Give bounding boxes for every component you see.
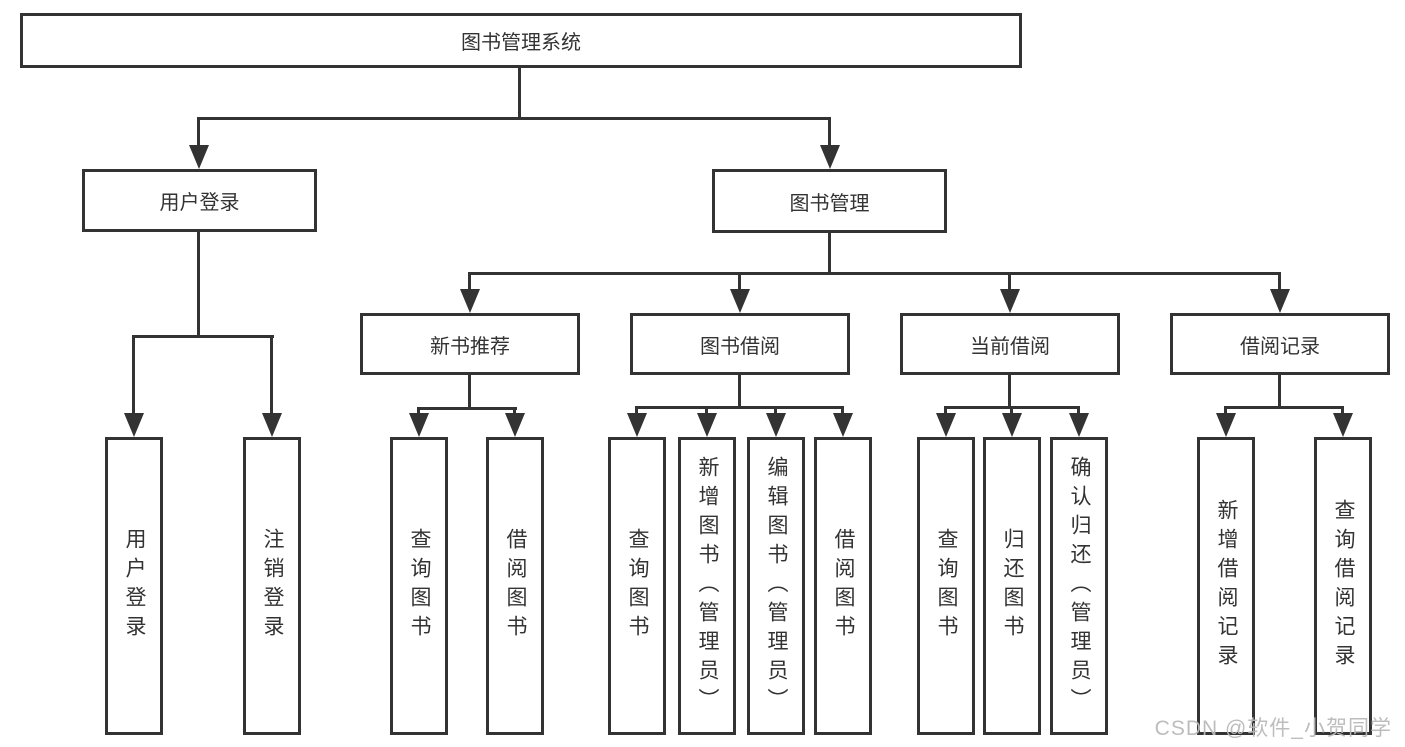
arrow-down-icon — [460, 289, 480, 313]
connector-line — [1008, 375, 1011, 406]
connector-line — [635, 406, 638, 413]
connector-line — [1278, 375, 1281, 406]
node-label: 新增图书（管理员） — [696, 455, 719, 717]
node-label: 借阅记录 — [1240, 335, 1320, 358]
arrow-down-icon — [189, 145, 209, 169]
connector-line — [197, 232, 200, 335]
arrow-down-icon — [124, 413, 144, 437]
node-label: 新增借阅记录 — [1215, 499, 1238, 673]
connector-line — [738, 272, 741, 289]
node-label: 图书管理 — [789, 192, 870, 215]
leaf-query-books-recommend: 查询图书 — [390, 437, 448, 735]
arrow-down-icon — [697, 413, 717, 437]
connector-line — [828, 117, 831, 145]
leaf-borrow-books: 借阅图书 — [814, 437, 872, 735]
arrow-down-icon — [833, 413, 853, 437]
arrow-down-icon — [1333, 413, 1353, 437]
leaf-query-books-current: 查询图书 — [917, 437, 975, 735]
connector-line — [513, 407, 516, 413]
arrow-down-icon — [627, 413, 647, 437]
node-label: 借阅图书 — [832, 528, 855, 644]
connector-line — [417, 407, 517, 410]
node-library-system: 图书管理系统 — [20, 13, 1022, 68]
arrow-down-icon — [1069, 413, 1089, 437]
watermark: CSDN @软件_小贺同学 — [1154, 717, 1392, 740]
leaf-logout: 注销登录 — [243, 437, 301, 735]
node-user-login: 用户登录 — [82, 169, 317, 232]
connector-line — [197, 117, 831, 120]
connector-line — [1224, 406, 1344, 409]
node-label: 确认归还（管理员） — [1068, 455, 1091, 717]
leaf-add-borrow-record: 新增借阅记录 — [1197, 437, 1255, 735]
arrow-down-icon — [1000, 289, 1020, 313]
node-label: 图书管理系统 — [461, 32, 581, 54]
arrow-down-icon — [1216, 413, 1236, 437]
node-label: 用户登录 — [159, 192, 240, 214]
leaf-return-books: 归还图书 — [983, 437, 1041, 735]
node-label: 查询借阅记录 — [1332, 499, 1355, 673]
arrow-down-icon — [730, 289, 750, 313]
connector-line — [1008, 272, 1011, 289]
leaf-add-books-admin: 新增图书（管理员） — [678, 437, 736, 735]
node-label: 注销登录 — [261, 528, 284, 644]
connector-line — [468, 272, 1281, 275]
connector-line — [1278, 272, 1281, 289]
arrow-down-icon — [1270, 289, 1290, 313]
connector-line — [738, 375, 741, 406]
node-borrow-records: 借阅记录 — [1170, 313, 1390, 375]
connector-line — [1077, 406, 1080, 413]
leaf-confirm-return-admin: 确认归还（管理员） — [1050, 437, 1108, 735]
connector-line — [828, 233, 831, 272]
leaf-query-books-borrow: 查询图书 — [608, 437, 666, 735]
arrow-down-icon — [820, 145, 840, 169]
node-label: 当前借阅 — [970, 335, 1050, 358]
node-label: 归还图书 — [1001, 528, 1024, 644]
leaf-borrow-books-recommend: 借阅图书 — [486, 437, 544, 735]
arrow-down-icon — [505, 413, 525, 437]
node-new-book-recommend: 新书推荐 — [360, 313, 580, 375]
leaf-user-login: 用户登录 — [105, 437, 163, 735]
node-label: 用户登录 — [123, 528, 146, 644]
node-label: 查询图书 — [935, 528, 958, 644]
node-label: 编辑图书（管理员） — [765, 455, 788, 717]
node-book-borrow: 图书借阅 — [630, 313, 850, 375]
connector-line — [417, 407, 420, 413]
node-label: 查询图书 — [408, 528, 431, 644]
arrow-down-icon — [409, 413, 429, 437]
connector-line — [841, 406, 844, 413]
connector-line — [1010, 406, 1013, 413]
node-label: 新书推荐 — [430, 335, 510, 358]
connector-line — [132, 335, 274, 338]
connector-line — [705, 406, 708, 413]
connector-line — [270, 335, 273, 413]
arrow-down-icon — [262, 413, 282, 437]
node-label: 借阅图书 — [504, 528, 527, 644]
connector-line — [635, 406, 844, 409]
connector-line — [944, 406, 947, 413]
arrow-down-icon — [1002, 413, 1022, 437]
connector-line — [468, 375, 471, 407]
connector-line — [132, 335, 135, 413]
leaf-edit-books-admin: 编辑图书（管理员） — [747, 437, 805, 735]
arrow-down-icon — [936, 413, 956, 437]
connector-line — [518, 68, 521, 117]
node-book-management: 图书管理 — [712, 169, 947, 233]
connector-line — [1224, 406, 1227, 413]
arrow-down-icon — [766, 413, 786, 437]
connector-line — [197, 117, 200, 145]
connector-line — [774, 406, 777, 413]
connector-line — [468, 272, 471, 289]
leaf-query-borrow-record: 查询借阅记录 — [1314, 437, 1372, 735]
node-current-borrow: 当前借阅 — [900, 313, 1120, 375]
connector-line — [1341, 406, 1344, 413]
node-label: 查询图书 — [626, 528, 649, 644]
node-label: 图书借阅 — [700, 335, 780, 358]
